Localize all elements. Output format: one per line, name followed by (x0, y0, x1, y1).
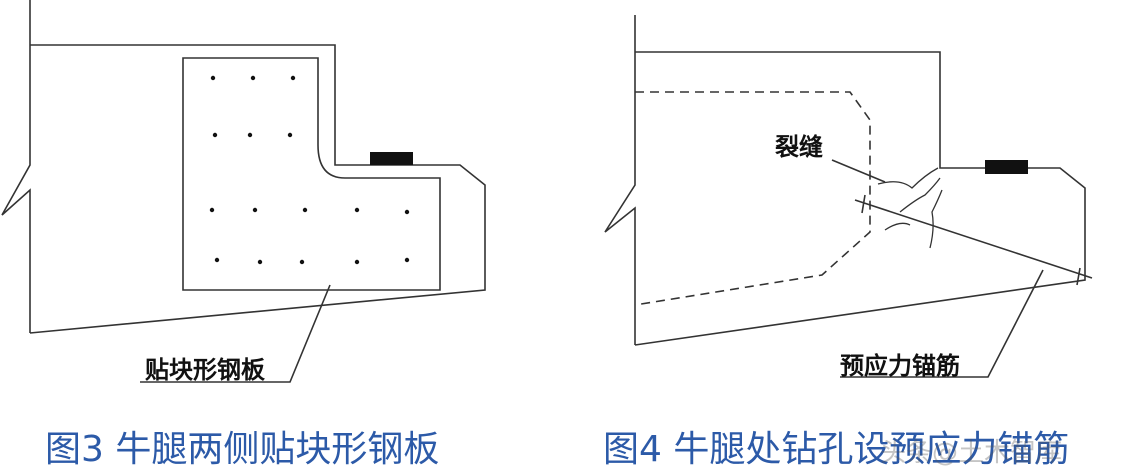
bolt-dots (209, 75, 410, 265)
bolt-dot (212, 132, 218, 138)
steel-plate (182, 57, 441, 291)
anchor-label: 预应力锚筋 (840, 352, 960, 380)
prestressed-anchor-bar (854, 194, 1093, 286)
crack-leader (831, 159, 886, 183)
figure3-corbel (1, 0, 486, 383)
crack-label: 裂缝 (775, 133, 823, 161)
bolt-dot (209, 207, 215, 213)
bolt-dot (290, 75, 296, 81)
bolt-dot (299, 259, 305, 265)
steel-plate-label: 贴块形钢板 (145, 356, 265, 384)
bolt-dot (214, 257, 220, 263)
figure3-caption: 图3 牛腿两侧贴块形钢板 (45, 429, 440, 470)
figure4-corbel (604, 15, 1093, 378)
bolt-dot (354, 207, 360, 213)
crack-zone-dashed (634, 91, 871, 306)
bolt-dot (210, 75, 216, 81)
figure4-caption: 图4 牛腿处钻孔设预应力锚筋 (603, 429, 1070, 470)
bolt-dot (250, 75, 256, 81)
bearing-pad (985, 160, 1028, 174)
anchor-leader (840, 269, 1044, 378)
bolt-dot (302, 207, 308, 213)
bolt-dot (354, 259, 360, 265)
cracks (877, 167, 943, 249)
bolt-dot (404, 257, 410, 263)
column-outline (1, 0, 486, 334)
label-leader (140, 284, 331, 383)
bolt-dot (247, 132, 253, 138)
bearing-pad (370, 152, 413, 165)
bolt-dot (252, 207, 258, 213)
bolt-dot (287, 132, 293, 138)
column-outline (604, 15, 1086, 346)
bolt-dot (257, 259, 263, 265)
watermark: 头条@土木智库 (880, 438, 1063, 468)
bolt-dot (404, 209, 410, 215)
